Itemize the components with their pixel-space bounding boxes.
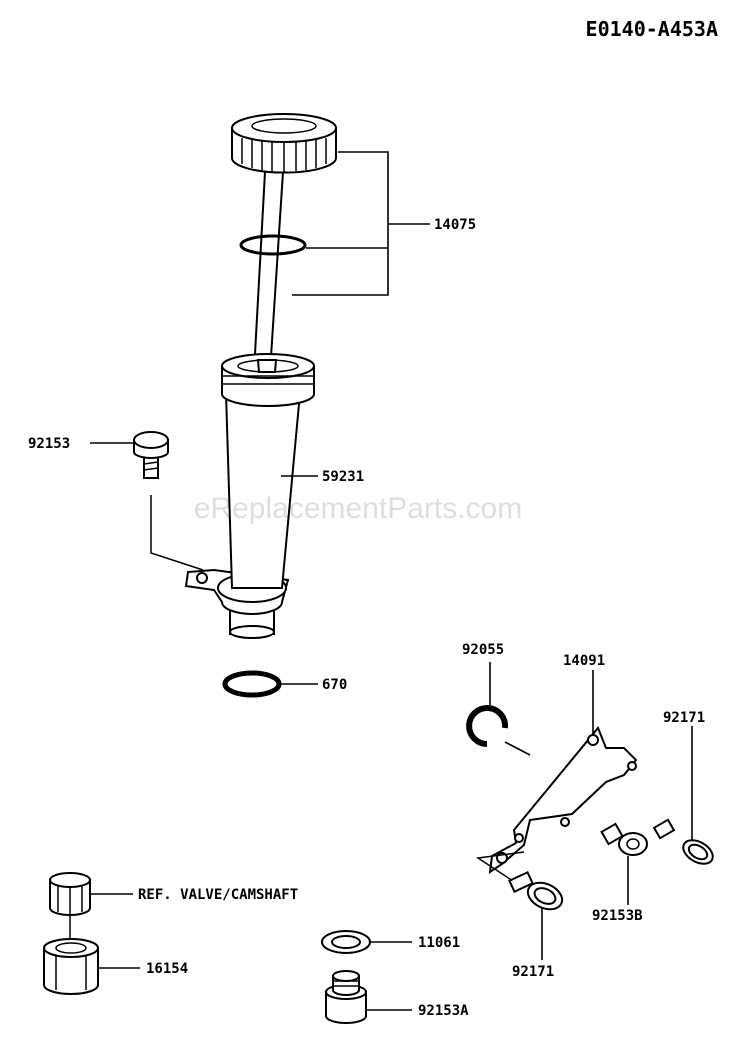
bolt-reference-line: [150, 495, 204, 571]
part-label-59231: 59231: [322, 469, 364, 485]
part-label-92153b: 92153B: [592, 908, 643, 924]
part-label-92055: 92055: [462, 642, 504, 658]
o-ring-670[interactable]: [222, 670, 282, 698]
part-label-ref-valve-camshaft: REF. VALVE/CAMSHAFT: [138, 887, 298, 903]
diagram-id: E0140-A453A: [586, 17, 718, 41]
clamp-92171-lower[interactable]: [508, 871, 566, 914]
part-label-16154: 16154: [146, 961, 188, 977]
bolt-92153[interactable]: [133, 431, 169, 479]
clip-92055[interactable]: [466, 705, 509, 747]
part-label-92153a: 92153A: [418, 1003, 469, 1019]
part-label-92153: 92153: [28, 436, 70, 452]
gear-16154[interactable]: [43, 938, 99, 995]
part-label-670: 670: [322, 677, 347, 693]
gasket-11061[interactable]: [321, 930, 371, 954]
bracket-14091[interactable]: [488, 726, 638, 875]
part-label-92171-lower: 92171: [512, 964, 554, 980]
ref-valve-camshaft-part: [49, 872, 91, 944]
part-label-14075: 14075: [434, 217, 476, 233]
leader-lines: [90, 151, 693, 1011]
part-label-14091: 14091: [563, 653, 605, 669]
part-label-11061: 11061: [418, 935, 460, 951]
oil-filler-tube-59231[interactable]: [184, 353, 315, 639]
drain-plug-92153a[interactable]: [325, 970, 367, 1024]
watermark: eReplacementParts.com: [194, 492, 522, 525]
clamp-92171-right[interactable]: [652, 818, 717, 869]
dipstick-14075[interactable]: [231, 113, 337, 373]
bolt-92153b[interactable]: [600, 822, 648, 856]
bracket-reference-line: [475, 851, 525, 884]
part-label-92171-right: 92171: [663, 710, 705, 726]
